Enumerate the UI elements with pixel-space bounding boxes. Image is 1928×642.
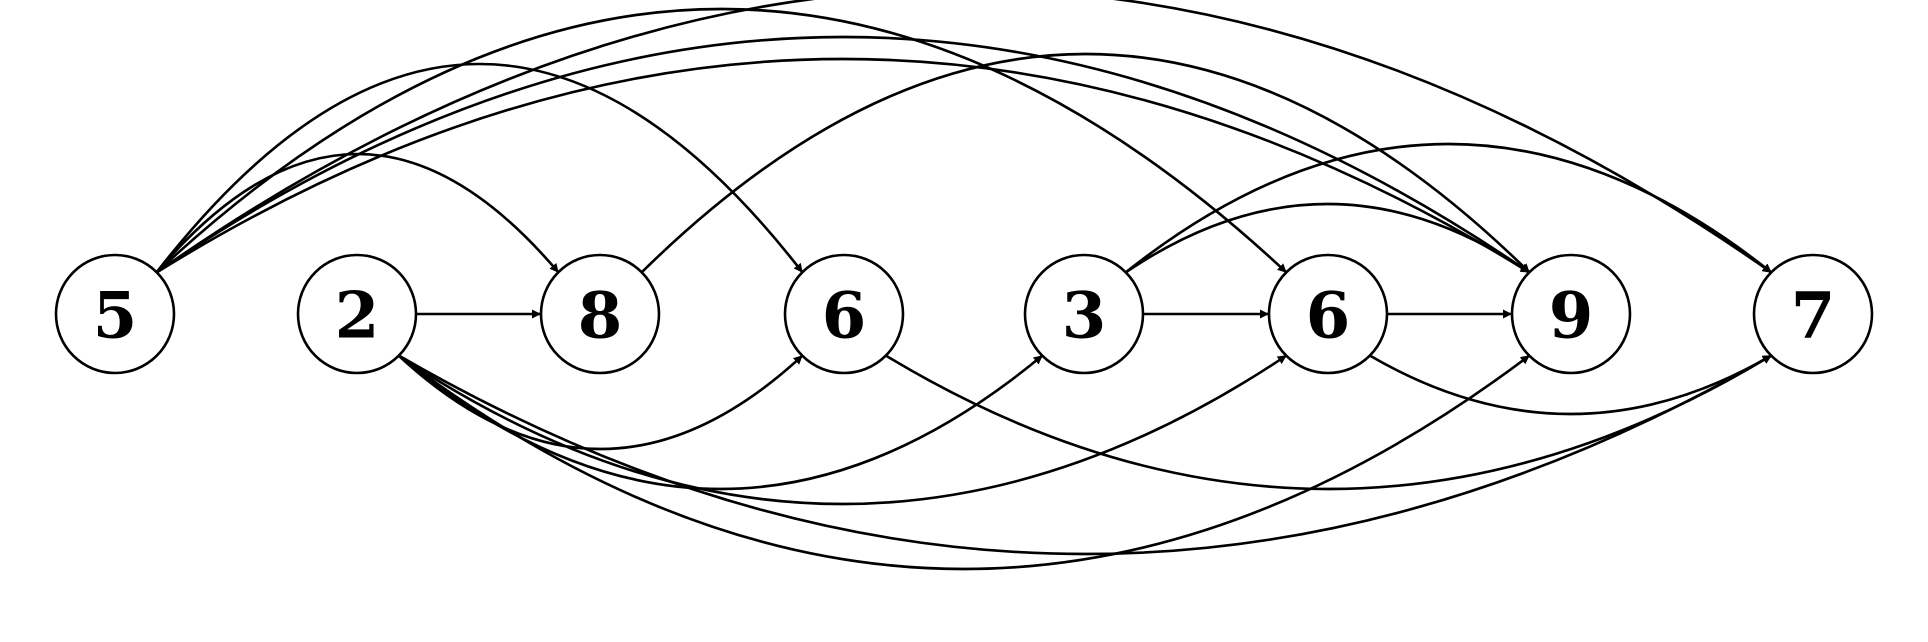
node-3-circle	[539, 253, 661, 375]
node-6: 6	[1267, 253, 1389, 375]
node-5: 3	[1023, 253, 1145, 375]
node-8-label: 7	[1791, 279, 1836, 354]
edge-6-to-8	[1368, 354, 1773, 416]
edge-5-to-8	[1124, 142, 1773, 274]
edge-2-to-8	[397, 354, 1773, 556]
node-2-circle	[296, 253, 418, 375]
node-4-circle	[783, 253, 905, 375]
node-4-label: 6	[822, 279, 867, 354]
node-7: 9	[1510, 253, 1632, 375]
node-5-circle	[1023, 253, 1145, 375]
node-2: 2	[296, 253, 418, 375]
edge-2-to-6	[397, 354, 1288, 506]
node-1-circle	[54, 253, 176, 375]
node-5-label: 3	[1062, 279, 1107, 354]
edge-1-to-4	[155, 62, 804, 274]
edge-2-to-4	[397, 354, 804, 451]
node-1: 5	[54, 253, 176, 375]
edge-2-to-5	[397, 354, 1044, 491]
nodes-layer: 5 2 8 6 3 6 9 7	[54, 253, 1874, 375]
edge-1-to-6	[155, 7, 1288, 274]
node-2-label: 2	[335, 279, 380, 354]
node-6-label: 6	[1306, 279, 1351, 354]
edges-layer	[155, 0, 1773, 571]
node-8: 7	[1752, 253, 1874, 375]
node-4: 6	[783, 253, 905, 375]
node-7-circle	[1510, 253, 1632, 375]
node-3: 8	[539, 253, 661, 375]
edge-1-to-8	[155, 0, 1773, 274]
node-7-label: 9	[1549, 279, 1594, 354]
node-3-label: 8	[578, 279, 623, 354]
edge-1-to-7-2	[155, 35, 1531, 274]
edge-2-to-7	[397, 354, 1531, 571]
node-8-circle	[1752, 253, 1874, 375]
node-6-circle	[1267, 253, 1389, 375]
node-1-label: 5	[93, 279, 138, 354]
edge-3-to-7	[640, 52, 1531, 274]
edge-4-to-8	[884, 354, 1773, 491]
edge-5-to-7	[1124, 202, 1531, 274]
